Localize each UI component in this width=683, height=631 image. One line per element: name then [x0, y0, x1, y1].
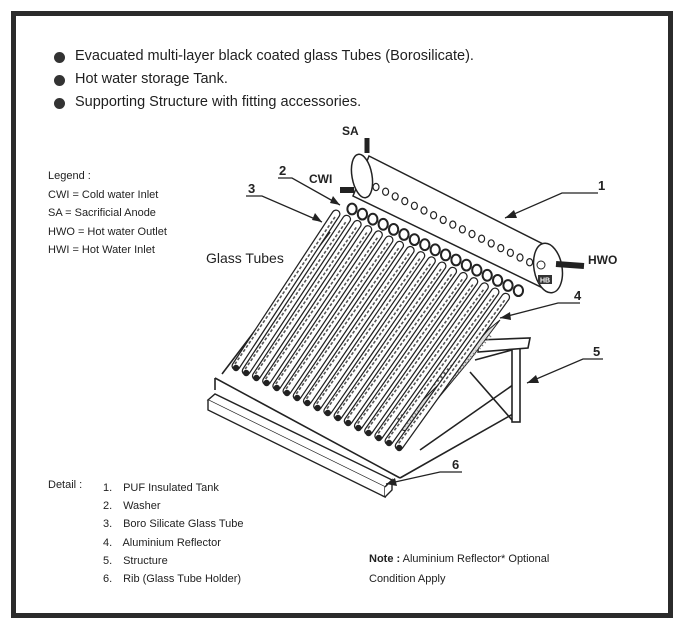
washer: [408, 233, 420, 247]
glass-tube: [313, 251, 426, 412]
detail-item: 3. Boro Silicate Glass Tube: [103, 518, 244, 531]
legend-item: CWI = Cold water Inlet: [48, 188, 159, 201]
washer: [346, 202, 358, 216]
note: Note : Aluminium Reflector* Optional Con…: [369, 549, 549, 589]
callout-number: 3: [248, 181, 255, 196]
feature-item: Supporting Structure with fitting access…: [54, 91, 474, 114]
callout-arrowheads: [312, 196, 539, 486]
washer: [356, 207, 368, 221]
washer: [440, 248, 452, 262]
feature-item: Evacuated multi-layer black coated glass…: [54, 45, 474, 68]
glass-tube: [251, 219, 362, 382]
tank-port: [430, 210, 438, 220]
note-label: Note :: [369, 553, 401, 565]
feature-item: Hot water storage Tank.: [54, 68, 474, 91]
tank-port: [458, 225, 466, 234]
detail-item: 6. Rib (Glass Tube Holder): [103, 573, 242, 586]
tank-ports: [372, 182, 534, 267]
legend: Legend : CWI = Cold water Inlet SA = Sac…: [48, 167, 167, 260]
washer: [377, 217, 389, 231]
diagram-frame: [11, 11, 673, 618]
detail-item: 4. Aluminium Reflector: [103, 536, 221, 549]
washer: [429, 243, 441, 257]
detail-label: Detail :: [48, 479, 83, 491]
glass-tube: [302, 245, 415, 407]
legend-item: SA = Sacrificial Anode: [48, 207, 156, 219]
glass-tube: [374, 282, 489, 442]
legend-title: Legend :: [48, 170, 91, 182]
detail-list: 1. PUF Insulated Tank 2. Washer 3. Boro …: [103, 479, 244, 588]
glass-tube: [364, 277, 479, 437]
glass-tube: [272, 230, 383, 392]
glass-tube: [343, 266, 458, 427]
feature-list: Evacuated multi-layer black coated glass…: [54, 45, 474, 114]
washer: [481, 268, 493, 282]
tank-port: [439, 215, 447, 225]
tank-port: [420, 206, 428, 215]
washer: [460, 258, 472, 272]
glass-tubes: [231, 209, 511, 452]
tank-port: [525, 258, 534, 267]
callout-leaders: [246, 177, 603, 485]
glass-tube: [323, 256, 436, 417]
tank-port: [468, 229, 476, 239]
washer: [367, 212, 379, 226]
tank-badge: HB: [540, 278, 550, 285]
washer: [492, 274, 504, 287]
washer: [398, 228, 410, 241]
glass-tube: [282, 235, 394, 397]
tank-port: [497, 243, 505, 253]
glass-tube: [353, 271, 468, 432]
washer: [512, 284, 525, 298]
washer: [419, 238, 431, 252]
tank-port: [506, 248, 514, 257]
tank-port: [487, 239, 495, 248]
glass-tube: [292, 240, 405, 402]
detail-item: 1. PUF Insulated Tank: [103, 482, 219, 494]
callout-number: 6: [452, 457, 459, 472]
legend-item: HWO = Hot water Outlet: [48, 225, 167, 238]
washer: [388, 223, 400, 236]
tank-port: [516, 253, 524, 262]
tank-port: [410, 201, 418, 210]
label-glass-tubes: Glass Tubes: [206, 250, 284, 266]
washer: [471, 263, 483, 277]
washer: [450, 253, 462, 267]
glass-tube: [262, 225, 373, 387]
legend-item: HWI = Hot Water Inlet: [48, 244, 155, 256]
callout-number: 4: [574, 288, 582, 303]
tank-port: [391, 192, 399, 201]
detail-item: 2. Washer: [103, 500, 161, 513]
note-line-2: Condition Apply: [369, 573, 446, 585]
label-cwi: CWI: [309, 172, 332, 186]
callout-number: 5: [593, 344, 600, 359]
tank-port: [449, 220, 457, 229]
washers: [346, 202, 525, 298]
washer: [502, 279, 514, 292]
glass-tube: [231, 209, 341, 372]
tank-port: [372, 182, 380, 192]
label-hwo: HWO: [588, 253, 617, 267]
rib-tube-holder: [206, 393, 394, 499]
detail-item: 5. Structure: [103, 554, 168, 567]
callout-number: 1: [598, 178, 605, 193]
label-sa: SA: [342, 124, 359, 138]
tank-port: [401, 196, 409, 206]
glass-tube: [241, 214, 352, 377]
glass-tube: [384, 287, 500, 447]
glass-tube: [394, 292, 511, 452]
callout-number: 2: [279, 163, 286, 178]
note-line-1: Aluminium Reflector* Optional: [402, 553, 550, 565]
tank-port: [478, 234, 486, 243]
glass-tube: [333, 261, 447, 422]
tank-port: [382, 187, 390, 196]
